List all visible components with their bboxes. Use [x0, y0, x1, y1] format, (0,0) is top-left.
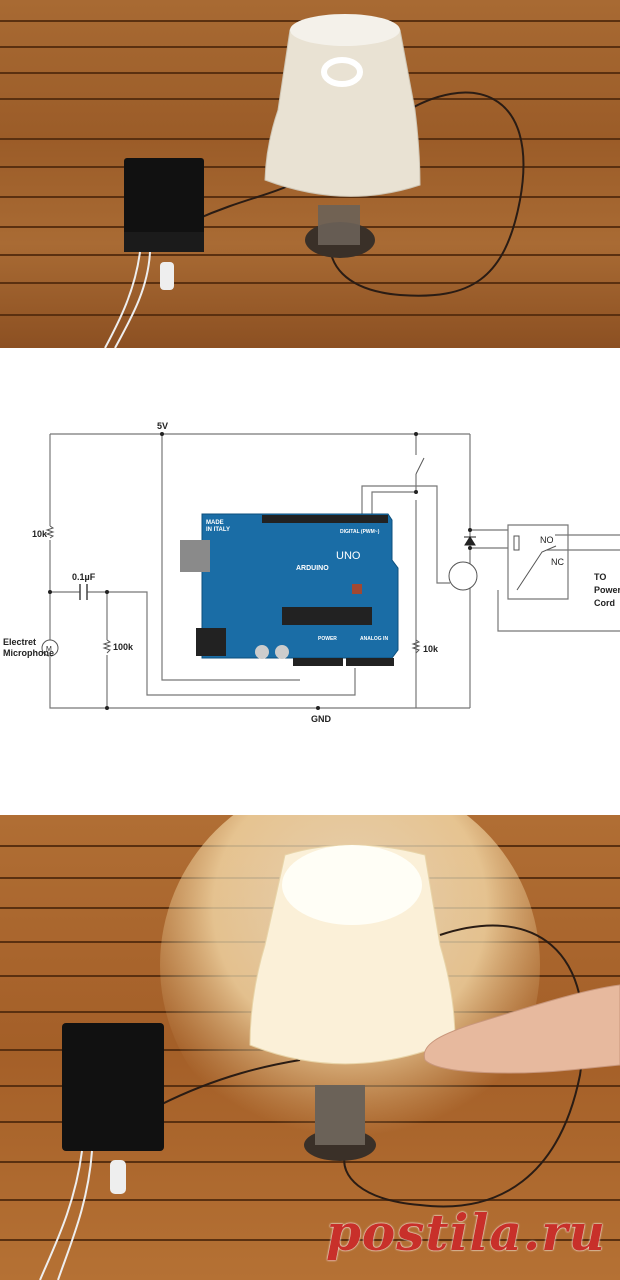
hand	[423, 984, 620, 1074]
board-model: UNO	[336, 550, 361, 562]
resistor-10k-top	[45, 525, 55, 539]
capacitor	[79, 584, 88, 600]
label-to: TO	[594, 572, 606, 582]
mic-letter: M	[46, 646, 52, 653]
control-box	[62, 1023, 164, 1151]
label-gnd: GND	[311, 714, 332, 724]
board-power-label: POWER	[318, 636, 337, 642]
control-box	[124, 158, 204, 252]
label-power: Power	[594, 585, 620, 595]
board-digital-label: DIGITAL (PWM~)	[340, 529, 380, 535]
watermark: postila.ru	[325, 1203, 606, 1262]
label-no: NO	[540, 535, 554, 545]
photo-lamp-off	[0, 0, 620, 348]
arduino-uno-board: MADE IN ITALY ARDUINO UNO DIGITAL (PWM~)…	[180, 513, 399, 666]
switch-symbol	[415, 457, 425, 475]
usb-port	[180, 540, 210, 572]
label-100k: 100k	[113, 642, 134, 652]
resistor-10k-gate	[411, 639, 421, 654]
label-electret: Electret	[3, 637, 36, 647]
label-cap: 0.1µF	[72, 572, 96, 582]
resistor-100k	[102, 639, 112, 654]
power-jack	[196, 628, 226, 656]
label-nc: NC	[551, 557, 564, 567]
board-italy-label: IN ITALY	[206, 527, 230, 533]
mosfet-symbol	[448, 561, 478, 591]
label-cord: Cord	[594, 598, 615, 608]
board-made-label: MADE	[206, 520, 224, 526]
lit-lamp-scene	[39, 815, 620, 1280]
diode-symbol	[464, 536, 476, 546]
photo-lamp-on: postila.ru	[0, 815, 620, 1280]
label-5v: 5V	[157, 421, 168, 431]
lampshade	[264, 20, 421, 197]
relay-coil	[513, 535, 520, 551]
microphone-symbol	[41, 639, 59, 657]
spiral-bulb	[321, 57, 363, 87]
label-microphone: Microphone	[3, 648, 54, 658]
label-10k-gate: 10k	[423, 644, 439, 654]
relay-contact	[516, 545, 557, 591]
board-analog-label: ANALOG IN	[360, 636, 388, 642]
label-10k-top: 10k	[32, 529, 48, 539]
board-brand: ARDUINO	[296, 565, 329, 572]
atmega-chip	[282, 607, 372, 625]
circuit-schematic: MADE IN ITALY ARDUINO UNO DIGITAL (PWM~)…	[3, 421, 620, 724]
lamp-scene	[104, 14, 525, 348]
